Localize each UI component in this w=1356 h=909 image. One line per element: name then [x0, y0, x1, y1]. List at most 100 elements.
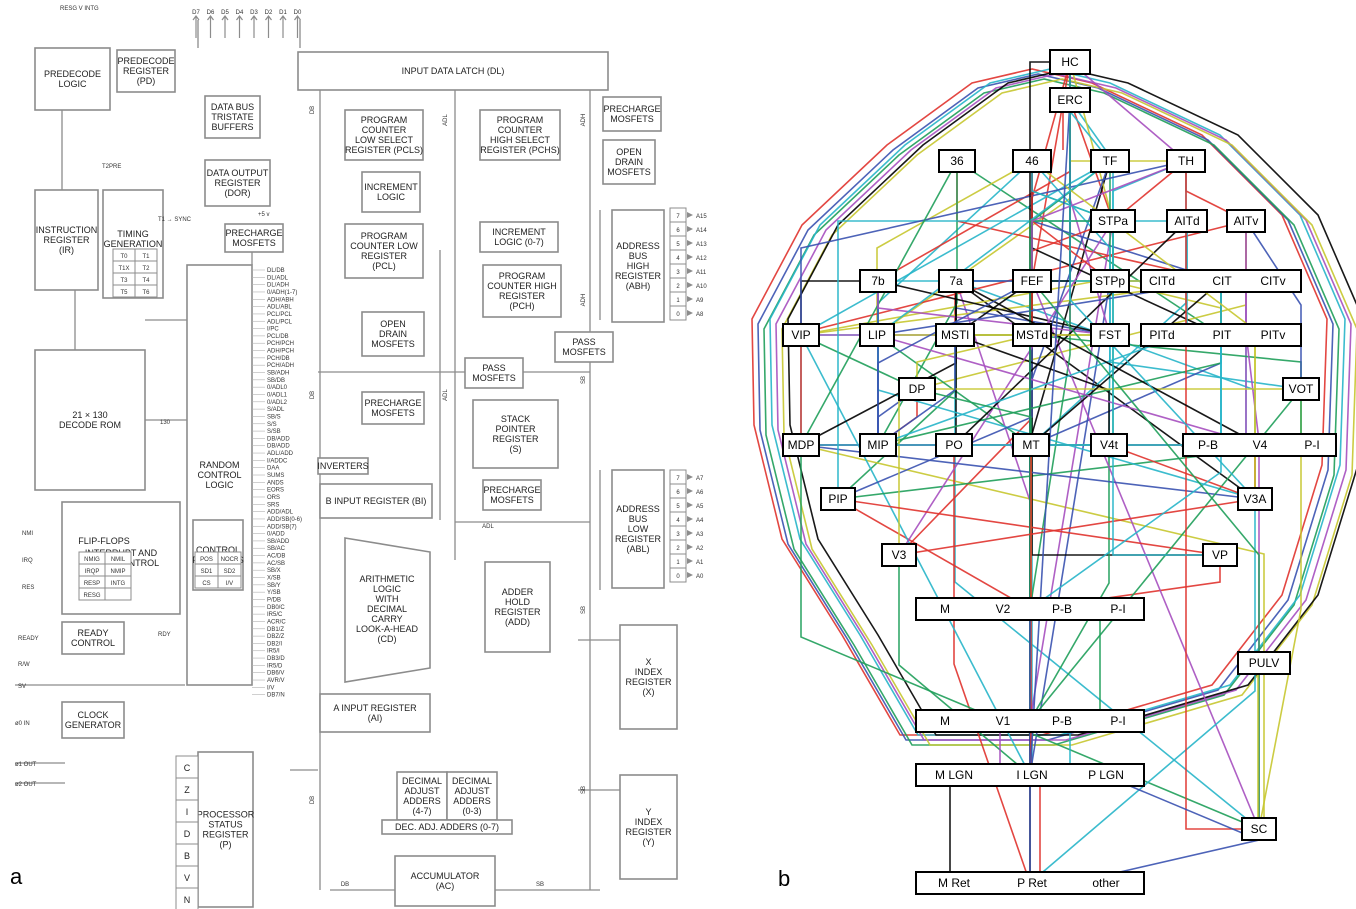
control-signal: SB/S: [267, 414, 281, 420]
block-label: MOSFETS: [562, 347, 606, 357]
block-label: A INPUT REGISTER: [333, 703, 417, 713]
block-label: INPUT DATA LATCH (DL): [402, 66, 505, 76]
control-signal: SUMS: [267, 473, 284, 479]
area-node: ERC: [1049, 87, 1091, 113]
pin-phi1-out: ø1 OUT: [15, 762, 37, 768]
block-label: DRAIN: [379, 329, 407, 339]
address-bit: 3: [676, 270, 680, 276]
block-label: REGISTER: [214, 178, 261, 188]
area-node: FST: [1090, 323, 1130, 347]
area-label: P-B: [1198, 438, 1218, 452]
block-label: MOSFETS: [472, 373, 516, 383]
area-node: VOT: [1282, 377, 1320, 401]
flip-flop-cell: INTG: [111, 581, 126, 587]
block-label: DRAIN: [615, 157, 643, 167]
block-label: REGISTER (PCHS): [480, 145, 560, 155]
block-label: DEC. ADJ. ADDERS (0-7): [395, 822, 499, 832]
area-node: FEF: [1012, 269, 1052, 293]
address-bit: 6: [676, 228, 680, 234]
connection-line: [1069, 100, 1256, 500]
data-pin-d1: D1: [279, 10, 287, 16]
block-label: REGISTER: [615, 271, 662, 281]
block-label: INDEX: [635, 817, 663, 827]
block-label: ADDRESS: [616, 241, 660, 251]
control-flip-flop-cell: SD1: [201, 569, 213, 575]
control-flip-flop-cell: SD2: [224, 569, 236, 575]
control-signal: P/DB: [267, 597, 281, 603]
timing-state: T1: [142, 254, 150, 260]
connection-line: [955, 280, 1260, 446]
bus-label-sb: SB: [581, 786, 587, 794]
address-bit: 7: [676, 476, 680, 482]
control-signal: IR5/C: [267, 612, 283, 618]
status-flag: N: [184, 895, 191, 905]
connection-line: [898, 498, 1256, 556]
area-node: 36: [938, 149, 976, 173]
block-label: REGISTER: [202, 830, 249, 840]
block-label: HIGH SELECT: [490, 135, 551, 145]
block-label: REGISTER: [625, 677, 672, 687]
block-label: (PCH): [510, 301, 535, 311]
connection-line: [837, 281, 957, 500]
pin-plus5v: +5 v: [258, 212, 270, 218]
block-label: INSTRUCTION: [36, 225, 98, 235]
block-label: REGISTER: [123, 66, 170, 76]
block-label: X: [645, 657, 651, 667]
block-label: PROCESSOR: [197, 810, 255, 820]
block-label: 21 × 130: [72, 410, 107, 420]
block-label: REGISTER: [43, 235, 90, 245]
area-label: AITd: [1174, 214, 1199, 228]
control-flip-flop-cell: POS: [200, 557, 213, 563]
address-pin: A11: [696, 270, 707, 276]
address-bit: 4: [676, 256, 680, 262]
timing-state: T0: [120, 254, 128, 260]
area-label: FST: [1099, 328, 1122, 342]
data-pin-d6: D6: [207, 10, 215, 16]
block-label: ADJUST: [454, 786, 490, 796]
area-label: MIP: [867, 438, 888, 452]
area-label: PIT: [1213, 328, 1232, 342]
control-signal: IR5/D: [267, 663, 283, 669]
area-node: MSTl: [935, 323, 975, 347]
bus-label-sb: SB: [581, 376, 587, 384]
address-pin: A12: [696, 256, 707, 262]
block-label: PREDECODE: [117, 56, 174, 66]
block-inverters: INVERTERS: [317, 457, 369, 475]
control-signal: SB/X: [267, 568, 281, 574]
bus-label-db: DB: [310, 796, 316, 804]
area-label: PO: [945, 438, 962, 452]
timing-state: T3: [120, 278, 128, 284]
block-label: TIMING: [117, 229, 149, 239]
block-label: DATA BUS: [211, 102, 254, 112]
timing-state: T5: [120, 290, 128, 296]
address-pin: A9: [696, 298, 704, 304]
status-flag: V: [184, 873, 190, 883]
data-pin-d7: D7: [192, 10, 200, 16]
area-node: TH: [1166, 149, 1206, 173]
block-label: MOSFETS: [371, 339, 415, 349]
area-node: PULV: [1237, 651, 1291, 675]
address-pin: A5: [696, 504, 704, 510]
block-label: COUNTER HIGH: [487, 281, 557, 291]
bus-label-db: DB: [310, 391, 316, 399]
block-label: (X): [643, 687, 655, 697]
area-node: V3A: [1237, 487, 1273, 511]
block-label: PROGRAM: [361, 115, 408, 125]
block-label: CONTROL: [196, 545, 240, 555]
area-label: VIP: [791, 328, 810, 342]
